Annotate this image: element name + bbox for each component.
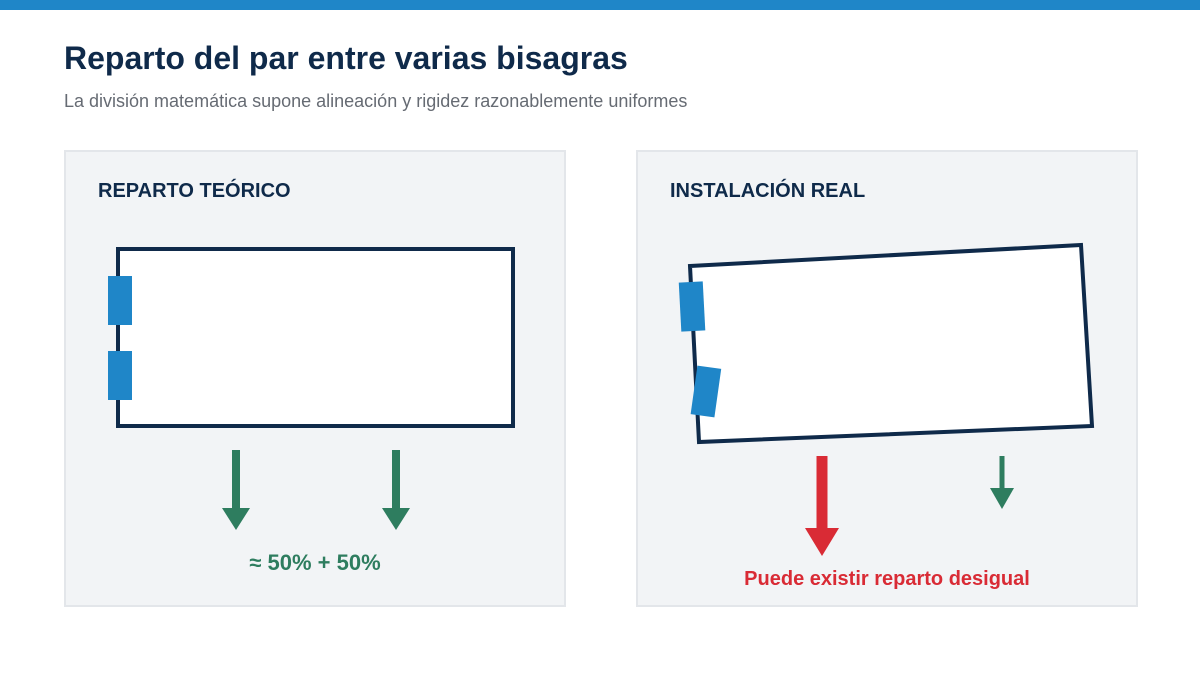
top-accent-bar xyxy=(0,0,1200,10)
panel-theoretical: REPARTO TEÓRICO ≈ 50% + 50% xyxy=(64,150,566,607)
unequal-caption: Puede existir reparto desigual xyxy=(744,568,1030,590)
door-outline-tilted xyxy=(687,242,1095,445)
panel-heading: INSTALACIÓN REAL xyxy=(670,180,866,202)
load-arrow-left xyxy=(222,450,250,530)
door-outline xyxy=(116,247,515,428)
hinge-bottom xyxy=(108,351,132,400)
panel-real: INSTALACIÓN REAL Puede existir reparto d… xyxy=(636,150,1138,607)
split-caption: ≈ 50% + 50% xyxy=(249,550,381,575)
panel-heading: REPARTO TEÓRICO xyxy=(98,180,291,202)
theoretical-diagram xyxy=(108,247,515,530)
page-title: Reparto del par entre varias bisagras xyxy=(64,40,628,76)
hinge-top xyxy=(108,276,132,325)
real-diagram xyxy=(678,242,1095,556)
hinge-bottom xyxy=(690,365,722,418)
hinge-top xyxy=(678,281,706,332)
load-arrow-small xyxy=(990,456,1014,509)
load-arrow-large xyxy=(805,456,839,556)
load-arrow-right xyxy=(382,450,410,530)
page-subtitle: La división matemática supone alineación… xyxy=(64,91,688,111)
